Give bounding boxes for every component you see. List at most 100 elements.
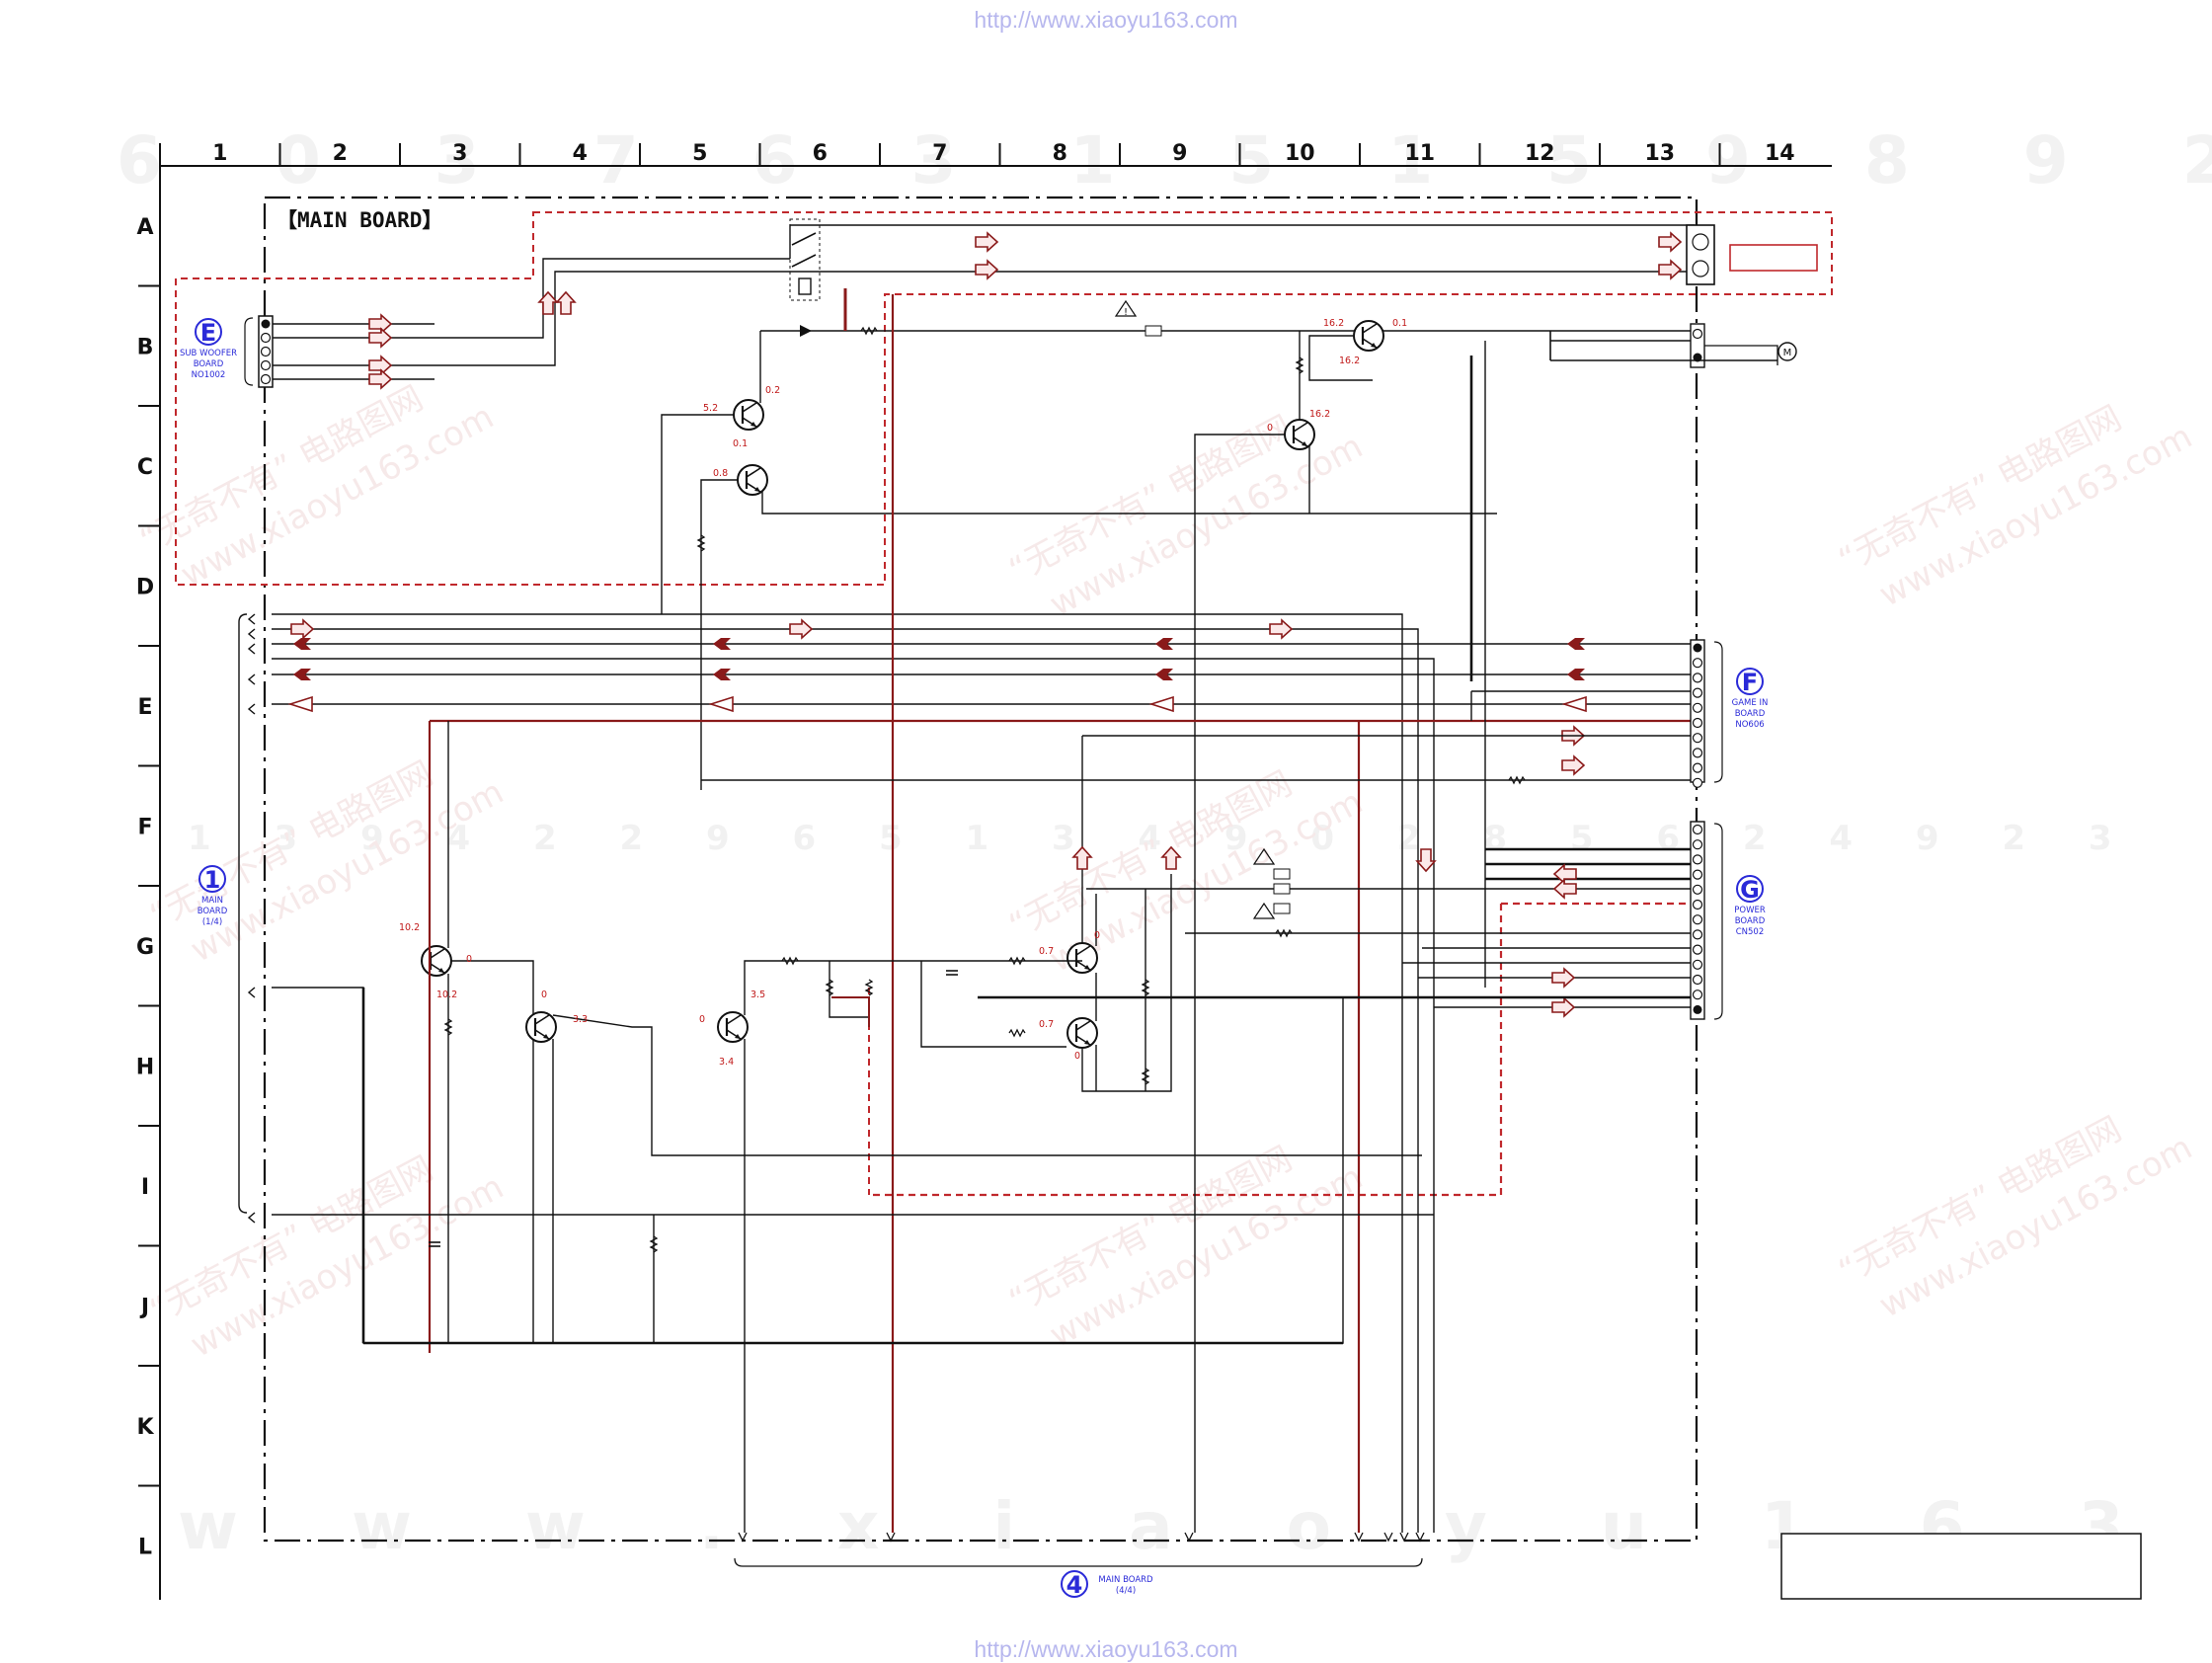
pins-f-pin	[1692, 717, 1703, 729]
svg-text:NO1002: NO1002	[192, 370, 226, 380]
column-label-9: 9	[1172, 141, 1187, 166]
watermark-diag-3: “无奇不有” 电路图网 www.xiaoyu163.com	[1832, 398, 2198, 614]
column-label-8: 8	[1053, 141, 1067, 166]
svg-text:4: 4	[1066, 1571, 1083, 1599]
pins-g-pin	[1692, 884, 1703, 895]
svg-text:0: 0	[541, 990, 547, 1000]
svg-text:0: 0	[1074, 1051, 1080, 1062]
warning-icon-3	[1252, 902, 1276, 919]
board-title: 【MAIN BOARD】	[276, 208, 442, 232]
watermark-diag-1: “无奇不有” 电路图网 www.xiaoyu163.com	[133, 378, 500, 594]
row-label-D: D	[136, 575, 154, 599]
pins-f-pin	[1692, 748, 1703, 758]
transistor-q2	[736, 463, 769, 497]
svg-text:BOARD: BOARD	[1735, 709, 1766, 719]
row-label-B: B	[137, 335, 154, 359]
pins-g-pin	[1692, 839, 1703, 850]
warning-icon	[1114, 299, 1138, 317]
warning-icon-2	[1252, 847, 1276, 865]
pins-g-pin	[1692, 974, 1703, 986]
pins-g-pin	[1693, 1004, 1702, 1014]
svg-text:SUB WOOFER: SUB WOOFER	[180, 349, 237, 358]
pins-f-pin	[1692, 777, 1703, 788]
watermark-diag-5: “无奇不有” 电路图网 www.xiaoyu163.com	[1002, 763, 1369, 980]
row-label-I: I	[141, 1175, 149, 1200]
transistor-q4	[1283, 418, 1316, 451]
column-label-7: 7	[932, 141, 947, 166]
svg-text:(4/4): (4/4)	[1116, 1586, 1136, 1596]
connector-e-marker	[195, 318, 222, 346]
pins-f-pin	[1692, 687, 1703, 698]
svg-text:0.2: 0.2	[765, 385, 780, 396]
voltage-labels: 16.2 0.1 16.2 0 16.2 5.2 0.2 0.1 0.8 10.…	[399, 318, 1407, 1068]
row-label-H: H	[136, 1055, 154, 1079]
column-label-1: 1	[212, 141, 227, 166]
row-label-E: E	[137, 695, 152, 720]
row-label-F: F	[137, 815, 152, 839]
connector-f-marker	[1736, 668, 1764, 695]
watermark-diag-7: “无奇不有” 电路图网 www.xiaoyu163.com	[1002, 1139, 1369, 1355]
svg-text:0.8: 0.8	[713, 468, 728, 479]
pins-f-pin	[1692, 658, 1703, 669]
transistor-q8	[1066, 941, 1099, 975]
svg-text:MAIN: MAIN	[201, 896, 223, 906]
transistor-q5	[420, 944, 453, 978]
pins-g-pin	[1692, 854, 1703, 865]
svg-text:BOARD: BOARD	[198, 907, 228, 916]
column-label-4: 4	[573, 141, 588, 166]
column-label-3: 3	[452, 141, 467, 166]
pins-g-pin	[1692, 869, 1703, 880]
pins-f-pin	[1692, 762, 1703, 773]
svg-text:!: !	[1123, 307, 1129, 318]
svg-text:0: 0	[699, 1014, 705, 1025]
svg-text:E: E	[200, 319, 216, 347]
pins-f-pin	[1692, 702, 1703, 713]
column-label-13: 13	[1644, 141, 1675, 166]
watermark-diag-8: “无奇不有” 电路图网 www.xiaoyu163.com	[1832, 1109, 2198, 1325]
subwoofer-region	[175, 211, 1833, 586]
column-label-12: 12	[1525, 141, 1555, 166]
svg-text:16.2: 16.2	[1309, 409, 1330, 420]
svg-text:0: 0	[466, 954, 472, 965]
transistor-q6	[524, 1010, 558, 1044]
svg-text:3.5: 3.5	[750, 990, 765, 1000]
subwoofer-wires	[273, 224, 1695, 380]
column-label-11: 11	[1404, 141, 1435, 166]
svg-text:G: G	[1740, 876, 1760, 904]
connector-4-marker	[1061, 1570, 1088, 1598]
motor-icon	[1778, 342, 1797, 361]
svg-text:NO606: NO606	[1735, 720, 1764, 730]
pins-g-pin	[1692, 899, 1703, 911]
svg-text:0.1: 0.1	[1392, 318, 1407, 329]
svg-text:GAME IN: GAME IN	[1732, 698, 1769, 708]
footer-url[interactable]: http://www.xiaoyu163.com	[974, 1636, 1237, 1662]
svg-text:5.2: 5.2	[703, 403, 718, 414]
row-label-J: J	[139, 1295, 149, 1319]
header-url[interactable]: http://www.xiaoyu163.com	[974, 7, 1237, 33]
title-block	[1780, 1533, 2142, 1600]
svg-text:0.7: 0.7	[1039, 1019, 1054, 1030]
svg-text:POWER: POWER	[1734, 906, 1766, 915]
svg-text:0.1: 0.1	[733, 438, 748, 449]
svg-text:MAIN BOARD: MAIN BOARD	[1098, 1575, 1153, 1585]
svg-text:0: 0	[1094, 930, 1100, 941]
svg-text:10.2: 10.2	[399, 922, 420, 933]
pins-g-pin	[1692, 944, 1703, 955]
svg-text:M: M	[1783, 348, 1792, 358]
transistor-q9	[1066, 1016, 1099, 1050]
row-label-G: G	[136, 935, 154, 960]
speaker-label-box	[1729, 244, 1818, 272]
svg-text:(1/4): (1/4)	[202, 917, 222, 927]
pins-f-pin	[1692, 733, 1703, 744]
svg-text:1: 1	[204, 866, 221, 894]
watermark-row-middle: 1 3 9 4 2 2 9 6 5 1 3 4 9 0 2 8 5 6 2 4 …	[188, 819, 2138, 858]
row-label-K: K	[136, 1415, 154, 1440]
svg-text:3.4: 3.4	[719, 1057, 734, 1068]
column-label-10: 10	[1285, 141, 1315, 166]
bus-wires	[272, 613, 1691, 1533]
relay-box	[789, 218, 821, 301]
row-label-L: L	[138, 1535, 152, 1559]
watermark-diag-6: “无奇不有” 电路图网 www.xiaoyu163.com	[143, 1148, 510, 1365]
